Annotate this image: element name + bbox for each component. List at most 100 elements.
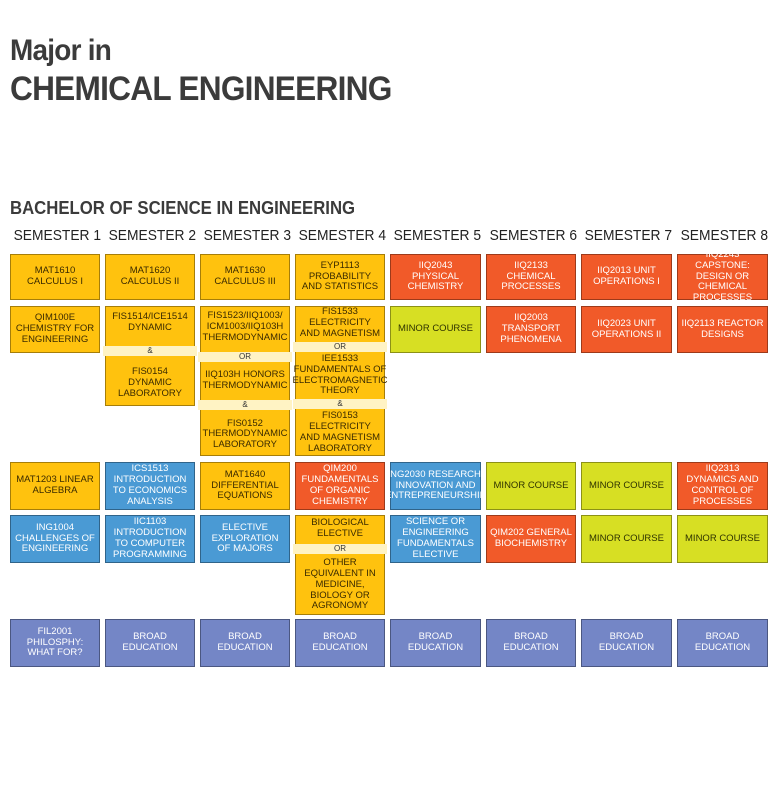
course-label: ING1004 CHALLENGES OF ENGINEERING (15, 521, 95, 555)
course-group-biological-elective: BIOLOGICAL ELECTIVE OR OTHER EQUIVALENT … (293, 515, 387, 615)
course-mat1620: MAT1620 CALCULUS II (105, 254, 195, 300)
course-label: IIQ2243 CAPSTONE: DESIGN OR CHEMICAL PRO… (692, 248, 753, 304)
course-label: ING2030 RESEARCH, INNOVATION AND ENTREPR… (385, 468, 486, 502)
course-label: IIQ2113 REACTOR DESIGNS (681, 317, 764, 340)
course-mat1640: MAT1640 DIFFERENTIAL EQUATIONS (200, 462, 290, 510)
course-label: SCIENCE OR ENGINEERING FUNDAMENTALS ELEC… (397, 516, 474, 560)
course-label: MAT1620 CALCULUS II (120, 265, 180, 287)
course-eyp1113: EYP1113 PROBABILITY AND STATISTICS (295, 254, 385, 300)
course-mat1203: MAT1203 LINEAR ALGEBRA (10, 462, 100, 510)
course-label: FIS0154 DYNAMIC LABORATORY (118, 365, 182, 399)
course-qim202: QIM202 GENERAL BIOCHEMISTRY (486, 515, 576, 563)
course-label: BIOLOGICAL ELECTIVE (311, 516, 369, 539)
degree-subtitle: BACHELOR OF SCIENCE IN ENGINEERING (10, 198, 356, 218)
course-label: QIM200 FUNDAMENTALS OF ORGANIC CHEMISTRY (301, 463, 379, 507)
course-label: FIS1533 ELECTRICITY AND MAGNETISM (299, 306, 381, 340)
course-label: BROAD EDUCATION (312, 631, 368, 653)
course-iiq2023: IIQ2023 UNIT OPERATIONS II (581, 306, 672, 353)
course-label: MINOR COURSE (589, 532, 664, 544)
course-label: BROAD EDUCATION (503, 631, 559, 653)
semester-4-header: SEMESTER 4 (298, 227, 387, 244)
course-minor: MINOR COURSE (677, 515, 768, 563)
course-iiq2313: IIQ2313 DYNAMICS AND CONTROL OF PROCESSE… (677, 462, 768, 510)
or-separator: OR (293, 341, 387, 352)
course-label: OTHER EQUIVALENT IN MEDICINE, BIOLOGY OR… (304, 556, 376, 612)
page-title-line2: CHEMICAL ENGINEERING (10, 70, 392, 108)
course-label: QIM202 GENERAL BIOCHEMISTRY (490, 527, 572, 549)
semester-5-header: SEMESTER 5 (393, 227, 482, 244)
course-label: FIS0153 ELECTRICITY AND MAGNETISM LABORA… (299, 409, 381, 454)
course-broad-education: BROAD EDUCATION (677, 619, 768, 667)
course-label: IIQ2013 UNIT OPERATIONS I (593, 265, 660, 287)
course-fundamentals-elective: SCIENCE OR ENGINEERING FUNDAMENTALS ELEC… (390, 515, 481, 563)
course-label: MAT1640 DIFFERENTIAL EQUATIONS (211, 468, 279, 502)
course-label: BROAD EDUCATION (122, 631, 178, 653)
course-iiq2243: IIQ2243 CAPSTONE: DESIGN OR CHEMICAL PRO… (677, 249, 768, 303)
semester-6-header: SEMESTER 6 (489, 227, 578, 244)
course-qim100e: QIM100E CHEMISTRY FOR ENGINEERING (10, 306, 100, 353)
course-ing2030: ING2030 RESEARCH, INNOVATION AND ENTREPR… (385, 462, 486, 510)
course-label: IIQ2133 CHEMICAL PROCESSES (501, 259, 561, 293)
and-separator: & (198, 400, 292, 411)
page-title-line1: Major in (10, 34, 112, 67)
course-label: IIQ2043 PHYSICAL CHEMISTRY (407, 259, 464, 293)
course-group-dynamic: FIS1514/ICE1514 DYNAMIC & FIS0154 DYNAMI… (103, 306, 197, 406)
course-broad-education: BROAD EDUCATION (295, 619, 385, 667)
course-label: IIQ2003 TRANSPORT PHENOMENA (500, 312, 562, 345)
course-minor: MINOR COURSE (581, 462, 672, 510)
course-group-electromagnetism: FIS1533 ELECTRICITY AND MAGNETISM OR IEE… (293, 306, 388, 456)
course-group-thermodynamic: FIS1523/IIQ1003/ ICM1003/IIQ103H THERMOD… (198, 306, 292, 456)
course-mat1610: MAT1610 CALCULUS I (10, 254, 100, 300)
course-ing1004: ING1004 CHALLENGES OF ENGINEERING (10, 515, 100, 563)
course-label: IIQ103H HONORS THERMODYNAMIC (202, 369, 288, 391)
course-iiq2043: IIQ2043 PHYSICAL CHEMISTRY (390, 254, 481, 300)
course-label: FIL2001 PHILOSPHY: WHAT FOR? (26, 625, 84, 659)
course-label: MINOR COURSE (398, 323, 473, 335)
course-minor: MINOR COURSE (486, 462, 576, 510)
course-label: FIS1523/IIQ1003/ ICM1003/IIQ103H THERMOD… (202, 309, 288, 343)
course-label: EYP1113 PROBABILITY AND STATISTICS (301, 259, 379, 293)
course-iiq2013: IIQ2013 UNIT OPERATIONS I (581, 254, 672, 300)
course-label: ELECTIVE EXPLORATION OF MAJORS (211, 521, 279, 555)
course-minor: MINOR COURSE (581, 515, 672, 563)
semester-1-header: SEMESTER 1 (13, 227, 102, 244)
course-label: IIQ2023 UNIT OPERATIONS II (591, 317, 662, 340)
course-broad-education: BROAD EDUCATION (486, 619, 576, 667)
and-separator: & (103, 345, 197, 356)
course-broad-education: BROAD EDUCATION (581, 619, 672, 667)
course-mat1630: MAT1630 CALCULUS III (200, 254, 290, 300)
course-minor: MINOR COURSE (390, 306, 481, 353)
course-iiq2113: IIQ2113 REACTOR DESIGNS (677, 306, 768, 353)
course-label: QIM100E CHEMISTRY FOR ENGINEERING (15, 312, 95, 345)
course-fil2001: FIL2001 PHILOSPHY: WHAT FOR? (10, 619, 100, 667)
or-separator: OR (293, 543, 387, 554)
course-iiq2133: IIQ2133 CHEMICAL PROCESSES (486, 254, 576, 300)
course-label: FIS1514/ICE1514 DYNAMIC (112, 311, 188, 334)
course-broad-education: BROAD EDUCATION (105, 619, 195, 667)
course-iic1103: IIC1103 INTRODUCTION TO COMPUTER PROGRAM… (105, 515, 195, 563)
course-label: MINOR COURSE (685, 532, 760, 544)
or-separator: OR (198, 351, 292, 362)
course-broad-education: BROAD EDUCATION (200, 619, 290, 667)
course-label: MINOR COURSE (493, 479, 569, 491)
course-label: BROAD EDUCATION (217, 631, 273, 653)
course-broad-education: BROAD EDUCATION (390, 619, 481, 667)
course-label: FIS0152 THERMODYNAMIC LABORATORY (202, 417, 288, 451)
semester-2-header: SEMESTER 2 (108, 227, 197, 244)
course-elective-exploration: ELECTIVE EXPLORATION OF MAJORS (200, 515, 290, 563)
course-label: IIQ2313 DYNAMICS AND CONTROL OF PROCESSE… (686, 463, 759, 507)
course-label: MAT1203 LINEAR ALGEBRA (16, 474, 94, 496)
course-qim200: QIM200 FUNDAMENTALS OF ORGANIC CHEMISTRY (295, 462, 385, 510)
course-label: ICS1513 INTRODUCTION TO ECONOMICS ANALYS… (112, 463, 188, 507)
course-label: BROAD EDUCATION (598, 631, 655, 653)
course-label: IIC1103 INTRODUCTION TO COMPUTER PROGRAM… (113, 516, 187, 560)
course-label: MAT1610 CALCULUS I (27, 265, 83, 287)
course-ics1513: ICS1513 INTRODUCTION TO ECONOMICS ANALYS… (105, 462, 195, 510)
semester-8-header: SEMESTER 8 (680, 227, 769, 244)
course-label: BROAD EDUCATION (694, 631, 751, 653)
course-label: IEE1533 FUNDAMENTALS OF ELECTROMAGNETIC … (292, 352, 388, 397)
course-label: BROAD EDUCATION (407, 631, 464, 653)
course-label: MAT1630 CALCULUS III (214, 265, 276, 287)
course-label: MINOR COURSE (589, 479, 664, 491)
course-iiq2003: IIQ2003 TRANSPORT PHENOMENA (486, 306, 576, 353)
